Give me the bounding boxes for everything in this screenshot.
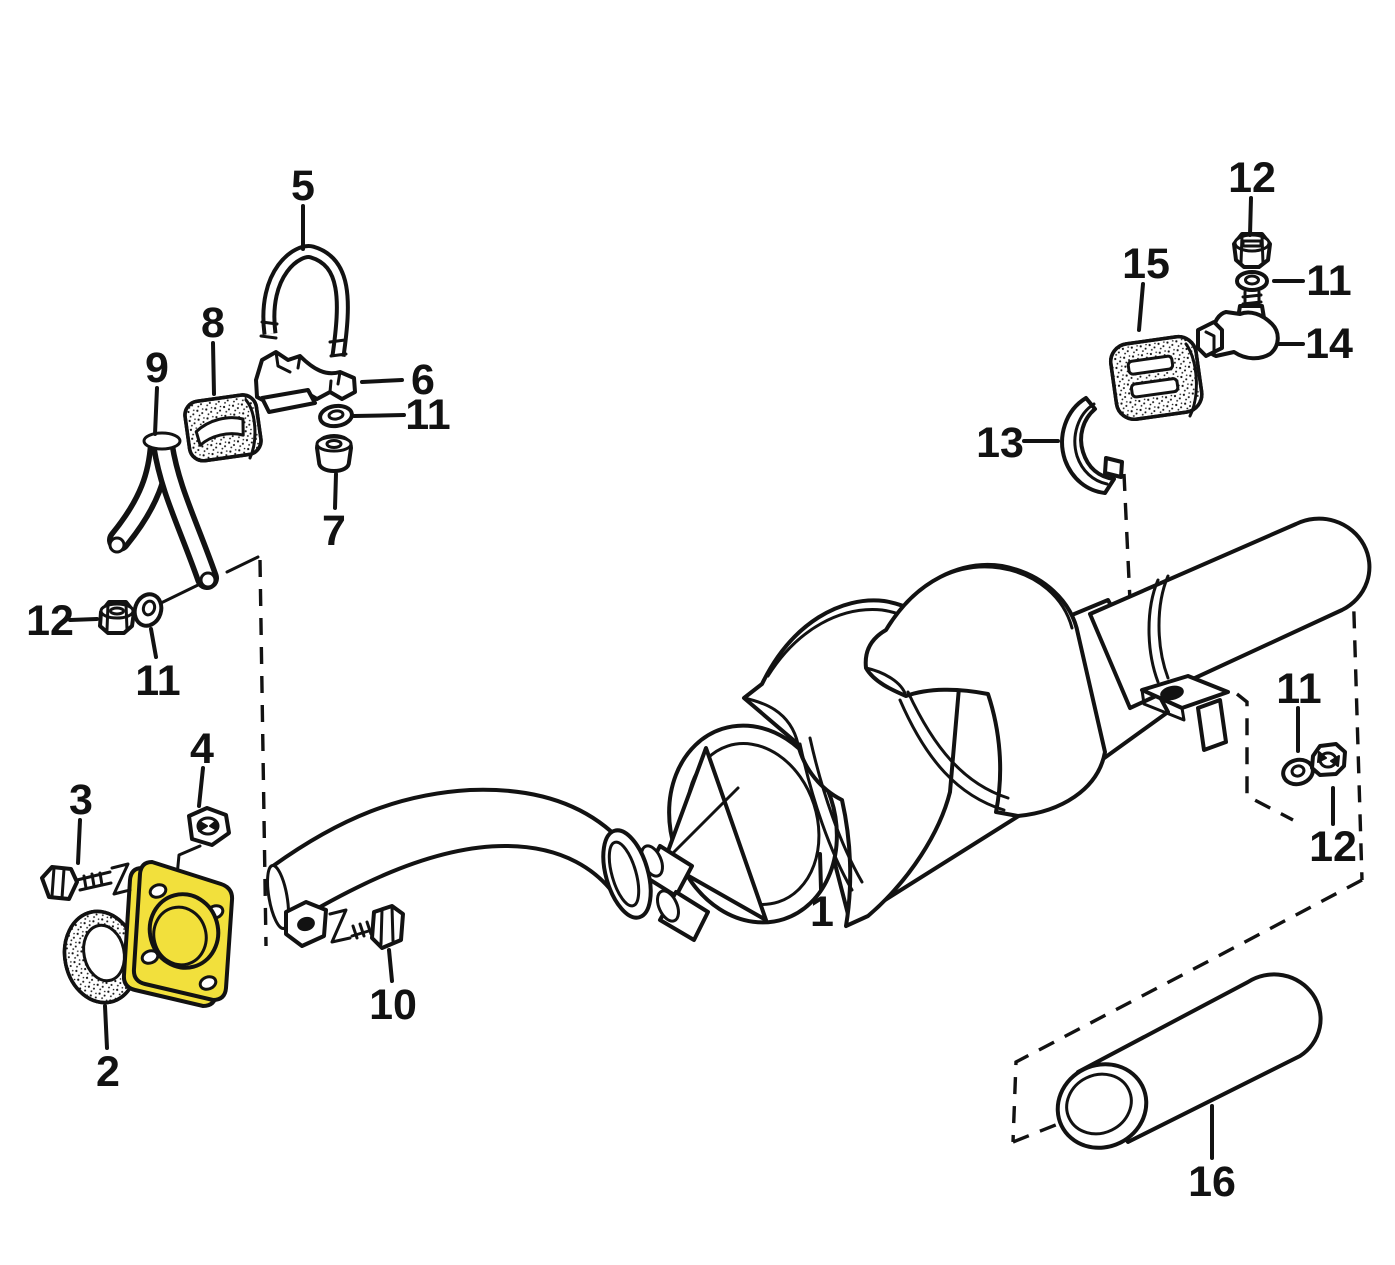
tail-pipe-16-drawing <box>1055 972 1323 1150</box>
callout-11a: 11 <box>405 391 450 439</box>
washer-11d-drawing <box>1281 757 1315 787</box>
nut-7-drawing <box>315 434 353 473</box>
callout-11d: 11 <box>1276 665 1321 713</box>
callout-7: 7 <box>322 507 346 555</box>
hanger-fork-9-drawing <box>107 431 219 590</box>
seal-ring-drawing <box>62 909 140 1005</box>
washer-11b-drawing <box>132 592 164 628</box>
clamp-13-drawing <box>1060 396 1124 495</box>
nut-12b-drawing <box>1232 232 1272 269</box>
nut-12a-drawing <box>98 600 136 635</box>
callout-8: 8 <box>201 299 225 347</box>
washer-11c-drawing <box>1235 270 1269 292</box>
washer-11a-drawing <box>318 403 354 429</box>
bolt-10-drawing <box>350 904 405 950</box>
leader-lines <box>68 196 1335 1160</box>
nut-4-drawing <box>187 806 231 847</box>
callout-13: 13 <box>976 419 1024 467</box>
flange-gasket-highlighted[interactable] <box>121 859 235 1009</box>
callout-14: 14 <box>1305 320 1353 368</box>
callout-12c: 12 <box>1309 823 1357 871</box>
callout-11b: 11 <box>135 657 180 705</box>
muffler-assembly-drawing <box>640 516 1372 942</box>
callout-3: 3 <box>69 776 93 824</box>
callout-15: 15 <box>1122 240 1170 288</box>
callout-12a: 12 <box>26 597 74 645</box>
bracket-14-drawing <box>1196 290 1280 361</box>
callout-11c: 11 <box>1306 257 1351 305</box>
callout-2: 2 <box>96 1048 120 1096</box>
callout-labels: 5 8 9 6 11 7 12 11 3 4 2 10 1 15 12 11 1… <box>26 154 1357 1206</box>
callout-12b: 12 <box>1228 154 1276 202</box>
front-pipe-drawing <box>266 787 653 948</box>
clamp-bracket-6-drawing <box>254 350 357 414</box>
callout-6: 6 <box>411 356 435 404</box>
callout-1: 1 <box>810 888 834 936</box>
u-bolt-drawing <box>259 244 350 358</box>
nut-12c-drawing <box>1310 742 1347 777</box>
callout-16: 16 <box>1188 1158 1236 1206</box>
callout-4: 4 <box>190 725 214 773</box>
callout-9: 9 <box>145 344 169 392</box>
callout-5: 5 <box>291 162 315 210</box>
rubber-mount-8-drawing <box>183 393 263 463</box>
bolt-3-drawing <box>40 862 132 901</box>
rubber-mount-15-drawing <box>1108 334 1204 422</box>
callout-10: 10 <box>369 981 417 1029</box>
